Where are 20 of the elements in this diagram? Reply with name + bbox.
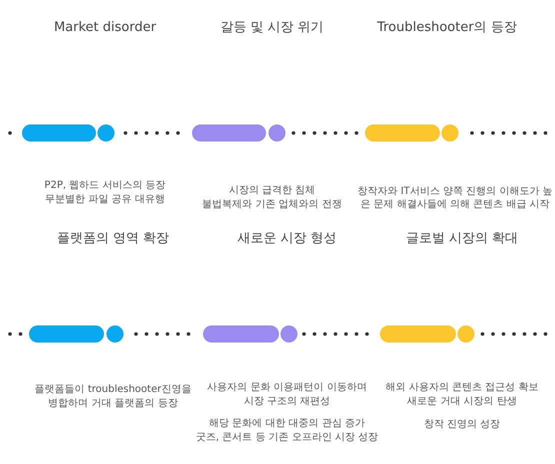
- stage-title: 새로운 시장 형성: [237, 231, 337, 248]
- stage-description: 창작 진영의 성장: [424, 419, 500, 432]
- stage-description: 무분별한 파일 공유 대유행: [45, 194, 165, 206]
- stage-title: 글로벌 시장의 확대: [406, 231, 518, 248]
- stage-description: P2P, 웹하드 서비스의 등장: [44, 180, 166, 192]
- stage-description: 사용자의 문화 이용패턴이 이동하며: [207, 382, 367, 394]
- stage-title: Market disorder: [54, 20, 156, 36]
- stage-description: 플랫폼들이 troubleshooter진영을: [34, 384, 192, 396]
- stage-description: 시장 구조의 재편성: [244, 396, 330, 408]
- stage-description: 시장의 급격한 침체: [228, 185, 316, 198]
- stage-title: 갈등 및 시장 위기: [220, 20, 324, 36]
- stage-description: 병합하며 거대 플랫폼의 등장: [48, 398, 178, 410]
- stage-description: 해당 문화에 대한 대중의 관심 증가: [209, 418, 365, 430]
- stage-description: 창작자와 IT서비스 양쪽 진행의 이해도가 높은 문제 해결사들에 의해 콘텐츠 배급 시작: [357, 186, 553, 211]
- stage-description: 굿즈, 콘서트 등 기존 오프라인 시장 성장: [196, 432, 378, 444]
- stage-description: 새로운 거대 시장의 탄생: [407, 396, 517, 408]
- stage-title: 플랫폼의 영역 확장: [56, 231, 170, 248]
- stage-title: Troubleshooter의 등장: [377, 20, 517, 36]
- stage-description: 해외 사용자의 콘텐츠 접근성 확보: [386, 382, 538, 394]
- stage-description: 불법복제와 기존 업체와의 전쟁: [202, 199, 342, 212]
